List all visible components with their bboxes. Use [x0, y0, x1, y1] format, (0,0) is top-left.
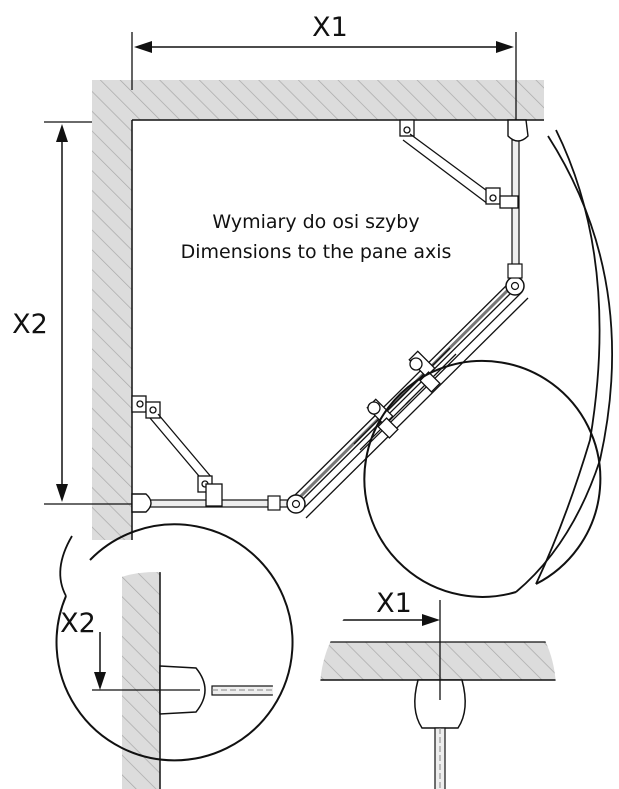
top-wall [92, 80, 544, 120]
wall-bracket-right [507, 119, 529, 142]
detail-right-bracket [414, 679, 466, 729]
x2-label: X2 [12, 309, 48, 340]
detail-left-label: X2 [60, 608, 96, 639]
door-handle-lower [353, 393, 411, 451]
detail-right-label: X1 [376, 588, 412, 619]
callout-outlines [59, 129, 613, 597]
x1-label: X1 [312, 12, 348, 43]
caption: Wymiary do osi szyby Dimensions to the p… [181, 211, 452, 263]
detail-right: X1 [320, 359, 602, 789]
sliding-doors [289, 279, 529, 519]
caption-pl: Wymiary do osi szyby [212, 211, 419, 233]
walls [92, 80, 544, 540]
enclosure [131, 119, 529, 519]
left-wall [92, 80, 132, 540]
detail-right-wall [320, 642, 556, 680]
detail-left-wall [122, 572, 160, 789]
x1-dimension: X1 [131, 12, 517, 120]
caption-en: Dimensions to the pane axis [181, 241, 452, 263]
stabilizer-arm-left [131, 395, 223, 507]
wall-bracket-left [131, 493, 152, 513]
detail-left: X2 [37, 523, 294, 789]
stabilizer-arm-top [399, 119, 519, 209]
x2-dimension: X2 [12, 121, 150, 505]
